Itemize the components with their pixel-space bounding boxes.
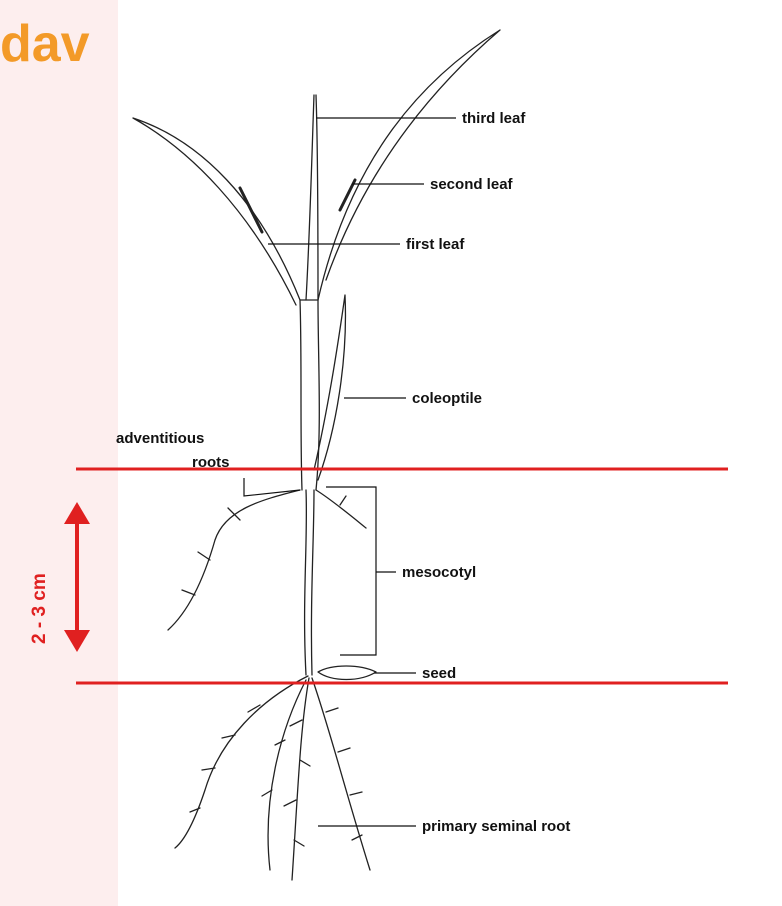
adventitious-root-right [316,490,366,528]
seed-shape [318,666,376,680]
seminal-root-middle [284,678,310,880]
depth-double-arrow [64,502,90,652]
label-seed: seed [422,665,456,682]
label-mesocotyl: mesocotyl [402,564,476,581]
label-primary-seminal-root: primary seminal root [422,818,570,835]
seminal-root-mid-left [262,680,306,870]
adventitious-root-left [168,490,300,630]
seminal-root-left [175,676,308,848]
seminal-root-right [312,678,370,870]
label-adventitious: adventitious [116,430,204,447]
label-first-leaf: first leaf [406,236,465,253]
label-third-leaf: third leaf [462,110,526,127]
plant-drawing [133,30,500,880]
stem [305,490,314,675]
first-leaf-blade [133,118,300,305]
leader-lines [244,118,456,826]
depth-label: 2 - 3 cm [29,573,50,644]
label-coleoptile: coleoptile [412,390,482,407]
second-leaf-blade [318,30,500,300]
mesocotyl-bracket [326,487,376,655]
leader-adventitious-roots [244,478,300,496]
label-second-leaf: second leaf [430,176,514,193]
third-leaf-blade [306,95,318,300]
